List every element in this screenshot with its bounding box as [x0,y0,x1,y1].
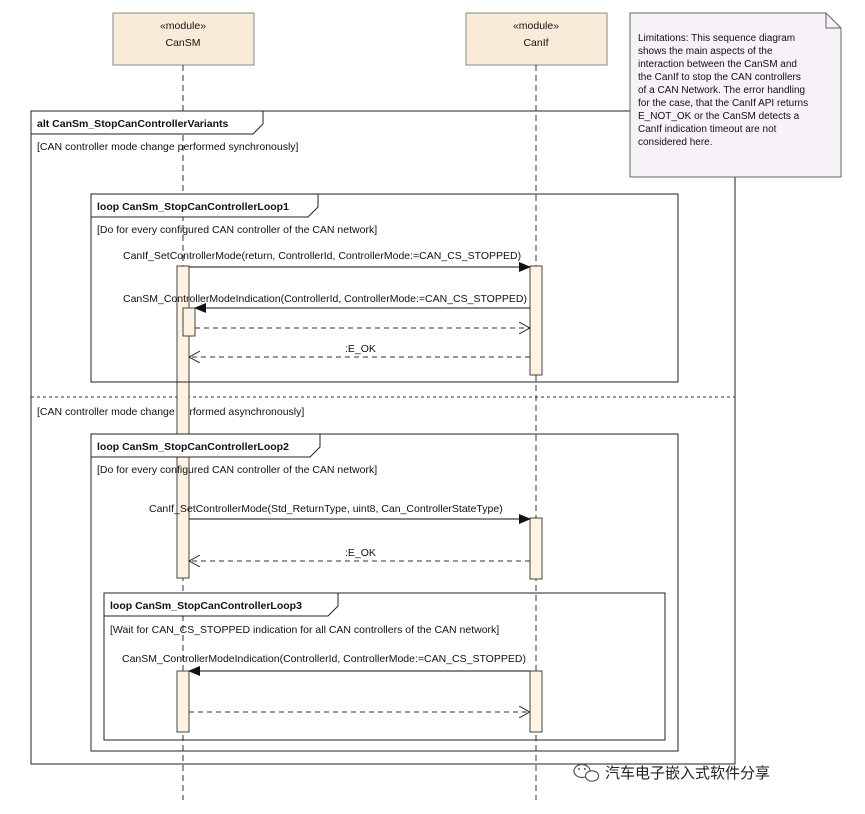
loop1-label: loop CanSm_StopCanControllerLoop1 [97,201,289,213]
lifeline-cansm-name: CanSM [165,37,200,49]
loop1-guard: [Do for every configured CAN controller … [97,224,377,236]
note-line-9: considered here. [638,137,713,148]
activation-canif-loop3 [529,670,543,733]
loop2-fragment: loop CanSm_StopCanControllerLoop2 [Do fo… [90,433,679,752]
loop3-guard: [Wait for CAN_CS_STOPPED indication for … [110,624,499,636]
alt-fragment: alt CanSm_StopCanControllerVariants [CAN… [30,110,736,765]
activation-canif-loop2 [529,517,543,580]
note-line-7: E_NOT_OK or the CanSM detects a [638,111,800,122]
lifeline-canif-stereotype: «module» [513,20,559,32]
note-line-4: the CanIf to stop the CAN controllers [638,72,801,83]
loop2-guard: [Do for every configured CAN controller … [97,464,377,476]
alt-fragment-label: alt CanSm_StopCanControllerVariants [37,118,229,130]
watermark: 汽车电子嵌入式软件分享 [573,763,770,782]
note-line-5: of a CAN Network. The error handling [638,85,805,96]
alt-guard-sync: [CAN controller mode change performed sy… [37,141,299,153]
loop1-msg-return-label: :E_OK [345,343,376,355]
lifeline-canif-header: «module» CanIf [465,12,608,66]
note-line-6: for the case, that the CanIf API returns [638,98,808,109]
activation-cansm-loop1 [182,307,196,337]
note-line-1: Limitations: This sequence diagram [638,33,795,44]
loop3-fragment: loop CanSm_StopCanControllerLoop3 [Wait … [103,592,666,741]
lifeline-cansm-header: «module» CanSM [112,12,255,66]
loop1-msg-indication-label: CanSM_ControllerModeIndication(Controlle… [123,293,527,305]
lifeline-cansm-stereotype: «module» [160,20,206,32]
activation-canif-loop1 [529,265,543,376]
loop2-msg-return-label: :E_OK [345,547,376,559]
note-line-8: CanIf indication timeout are not [638,124,777,135]
loop2-label: loop CanSm_StopCanControllerLoop2 [97,441,289,453]
loop3-label: loop CanSm_StopCanControllerLoop3 [110,600,302,612]
loop1-fragment: loop CanSm_StopCanControllerLoop1 [Do fo… [90,193,679,383]
activation-cansm-loop3 [176,670,190,733]
wechat-icon [573,763,600,782]
activation-cansm-main [176,265,190,579]
loop3-msg-indication-label: CanSM_ControllerModeIndication(Controlle… [122,653,526,665]
watermark-text: 汽车电子嵌入式软件分享 [605,765,770,782]
alt-guard-async: [CAN controller mode change performed as… [37,406,304,418]
loop2-msg-call-label: CanIf_SetControllerMode(Std_ReturnType, … [149,503,503,515]
loop1-msg-call-label: CanIf_SetControllerMode(return, Controll… [123,250,521,262]
note-line-3: interaction between the CanSM and [638,59,797,70]
lifeline-canif-name: CanIf [523,37,548,49]
note-line-2: shows the main aspects of the [638,46,773,57]
limitations-note: Limitations: This sequence diagram shows… [629,12,842,178]
